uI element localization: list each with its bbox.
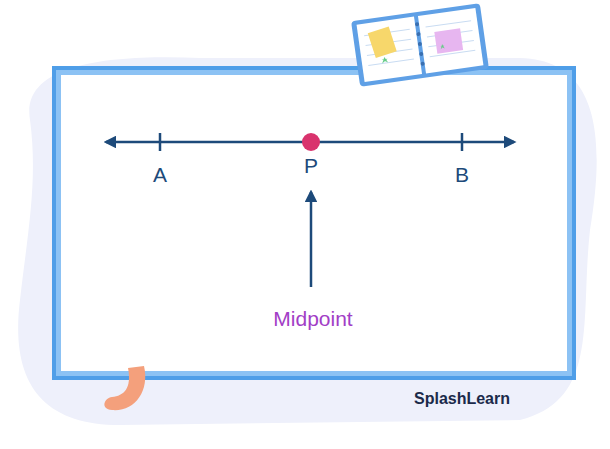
background-blob	[18, 57, 597, 425]
tick-mark	[461, 133, 464, 151]
notebook-icon	[351, 3, 489, 86]
board-surface	[61, 75, 567, 371]
tick-mark	[159, 133, 162, 151]
board-frame	[52, 66, 576, 380]
point-label: A	[153, 164, 167, 185]
board-frame-inner	[56, 70, 572, 376]
watermark: SplashLearn	[414, 391, 510, 407]
midpoint-dot	[302, 133, 320, 151]
point-label: P	[304, 155, 318, 176]
decorative-hook	[104, 366, 145, 410]
point-label: B	[455, 164, 469, 185]
pointer-arrow	[310, 192, 313, 287]
callout-label: Midpoint	[273, 308, 352, 329]
